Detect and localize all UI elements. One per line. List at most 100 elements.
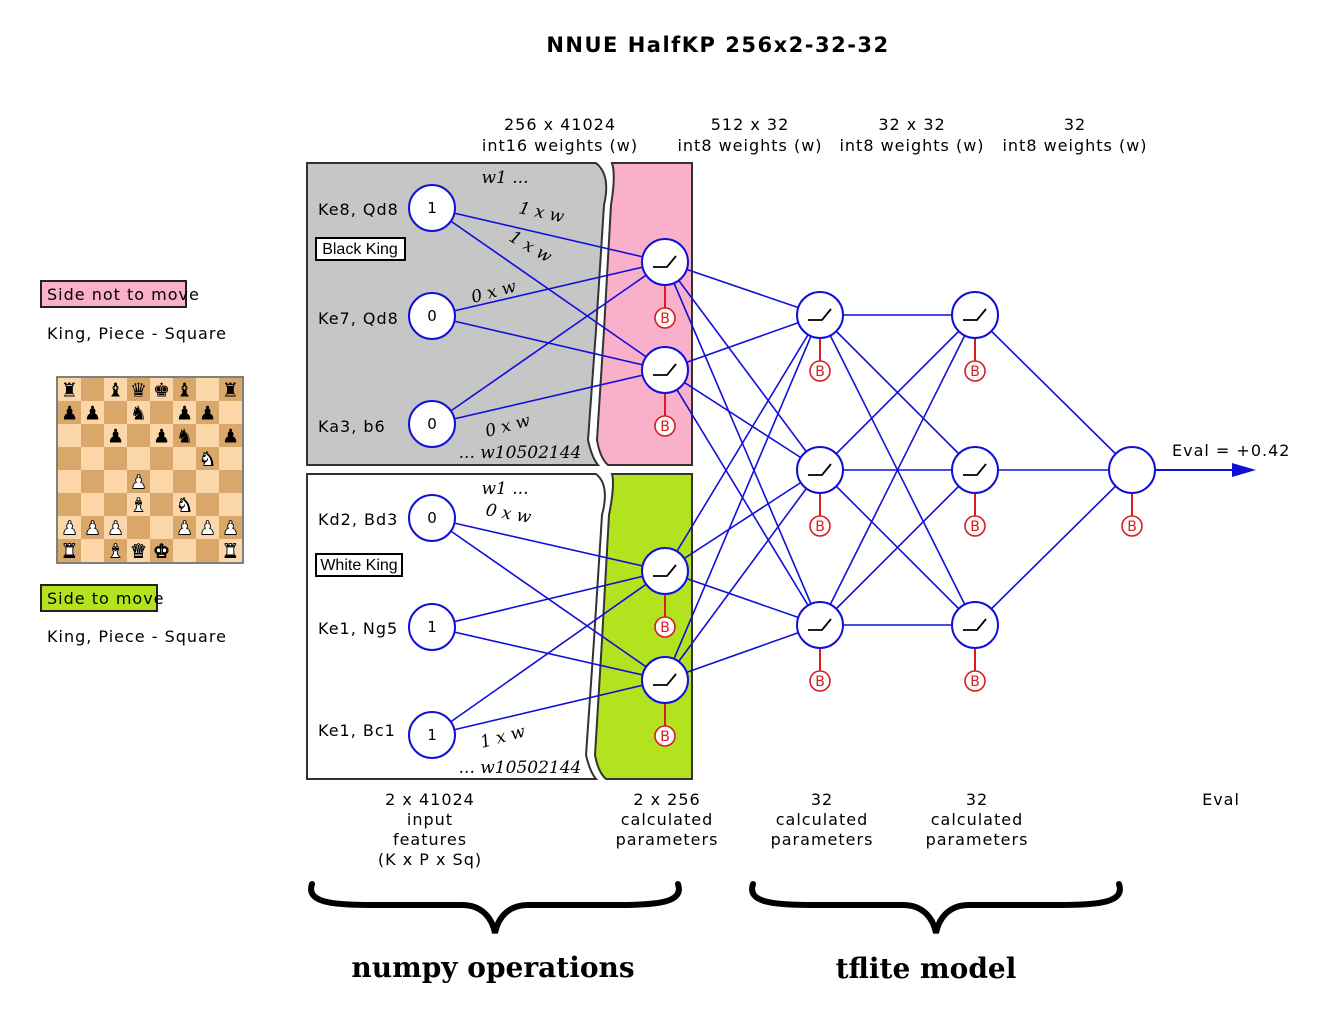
edge-acc1-h1n2 xyxy=(664,261,821,471)
black-piece-icon: ♜ xyxy=(61,380,78,402)
white-piece-icon: ♟ xyxy=(61,518,78,540)
l3-weights: int8 weights (w) xyxy=(1002,136,1147,155)
edge-black-in3-acc1 xyxy=(431,261,666,425)
edge-acc1-h1n1 xyxy=(664,261,821,316)
board-square xyxy=(104,516,127,539)
white-piece-icon: ♟ xyxy=(130,472,147,494)
board-square xyxy=(196,424,219,447)
hidden2-node-2 xyxy=(951,446,999,494)
black-piece-icon: ♝ xyxy=(176,380,193,402)
hidden2-node-2-relu-icon xyxy=(963,463,987,476)
board-square xyxy=(127,470,150,493)
l2-weights: int8 weights (w) xyxy=(839,136,984,155)
white-piece-icon: ♜ xyxy=(222,541,239,563)
white-piece-icon: ♟ xyxy=(199,518,216,540)
tflite-model-label: tflite model xyxy=(836,952,1017,985)
accumulator-node-2-bias-node xyxy=(654,415,676,437)
hidden1-node-2 xyxy=(796,446,844,494)
edge-acc4-h1n2 xyxy=(664,469,821,681)
board-square xyxy=(58,378,81,401)
board-square xyxy=(196,401,219,424)
board-square xyxy=(150,516,173,539)
hidden1-node-1 xyxy=(796,291,844,339)
black-input-node-2 xyxy=(408,292,456,340)
hidden1-node-2-relu-icon xyxy=(808,463,832,476)
side-to-move-box xyxy=(40,584,158,612)
board-square xyxy=(173,539,196,562)
board-square xyxy=(104,447,127,470)
edge-h1n3-h2n1 xyxy=(819,314,976,626)
board-square xyxy=(127,424,150,447)
edge-acc4-h1n3 xyxy=(664,624,821,681)
board-square xyxy=(81,378,104,401)
black-piece-icon: ♚ xyxy=(153,380,170,402)
white-piece-icon: ♟ xyxy=(107,518,124,540)
black-input-node-2-value: 0 xyxy=(427,307,437,325)
black-piece-icon: ♟ xyxy=(153,426,170,448)
l1-weights: int8 weights (w) xyxy=(677,136,822,155)
accumulator-green xyxy=(593,473,693,780)
accumulator-pink xyxy=(595,162,693,466)
input-layer-weights: int16 weights (w) xyxy=(482,136,638,155)
black-input-node-3 xyxy=(408,400,456,448)
black-input-node-3-value: 0 xyxy=(427,415,437,433)
input-caption-4: (K x P x Sq) xyxy=(378,850,482,869)
accumulator-node-2-bias-label: B xyxy=(660,419,670,435)
white-piece-icon: ♟ xyxy=(84,518,101,540)
h1-caption-2: calculated xyxy=(776,810,869,829)
black-w-last: ... w10502144 xyxy=(459,443,582,463)
h2-caption-3: parameters xyxy=(926,830,1029,849)
side-not-to-move-box xyxy=(40,280,187,308)
white-king-box xyxy=(315,553,403,577)
eval-caption: Eval xyxy=(1202,790,1240,809)
board-square xyxy=(150,378,173,401)
edge-white-in3-acc4 xyxy=(431,679,666,736)
black-piece-icon: ♟ xyxy=(222,426,239,448)
edge-black-in3-acc2 xyxy=(431,369,666,425)
hidden1-node-3-relu-icon xyxy=(808,618,832,631)
board-square xyxy=(81,516,104,539)
board-square xyxy=(81,493,104,516)
board-square xyxy=(81,539,104,562)
output-arrowhead-icon xyxy=(1232,463,1256,477)
side-not-to-move-label: Side not to move xyxy=(47,285,200,304)
hidden1-node-3-bias-node xyxy=(809,670,831,692)
h2-caption-1: 32 xyxy=(966,790,988,809)
white-input-node-1 xyxy=(408,494,456,542)
side-to-move-sub: King, Piece - Square xyxy=(47,627,227,646)
edge-acc2-h1n1 xyxy=(664,314,821,371)
black-piece-icon: ♞ xyxy=(176,426,193,448)
black-king-label: Black King xyxy=(322,241,398,258)
white-piece-icon: ♝ xyxy=(107,541,124,563)
accumulator-node-4-bias-node xyxy=(654,725,676,747)
white-input-node-1-value: 0 xyxy=(427,509,437,527)
white-input-node-3 xyxy=(408,711,456,759)
white-input-node-2 xyxy=(408,603,456,651)
board-square xyxy=(104,493,127,516)
acc-caption-3: parameters xyxy=(616,830,719,849)
board-square xyxy=(196,470,219,493)
board-square xyxy=(58,401,81,424)
white-input-node-2-value: 1 xyxy=(427,618,437,636)
white-feature-1-label: Kd2, Bd3 xyxy=(318,510,398,529)
diagram-title: NNUE HalfKP 256x2-32-32 xyxy=(546,33,889,57)
board-square xyxy=(173,424,196,447)
hidden2-node-1-bias-node xyxy=(964,360,986,382)
white-piece-icon: ♟ xyxy=(176,518,193,540)
board-square xyxy=(58,424,81,447)
board-square xyxy=(104,424,127,447)
board-square xyxy=(196,516,219,539)
side-to-move-label: Side to move xyxy=(47,589,165,608)
white-king-label: White King xyxy=(320,557,397,574)
black-piece-icon: ♟ xyxy=(199,403,216,425)
hidden2-node-1-bias-label: B xyxy=(970,364,980,380)
white-piece-icon: ♜ xyxy=(61,541,78,563)
accumulator-node-1-bias-label: B xyxy=(660,311,670,327)
board-square xyxy=(150,447,173,470)
hidden2-node-2-bias-node xyxy=(964,515,986,537)
hidden1-node-1-bias-label: B xyxy=(815,364,825,380)
board-square xyxy=(219,378,242,401)
white-piece-icon: ♚ xyxy=(153,541,170,563)
black-piece-icon: ♟ xyxy=(107,426,124,448)
board-square xyxy=(173,516,196,539)
